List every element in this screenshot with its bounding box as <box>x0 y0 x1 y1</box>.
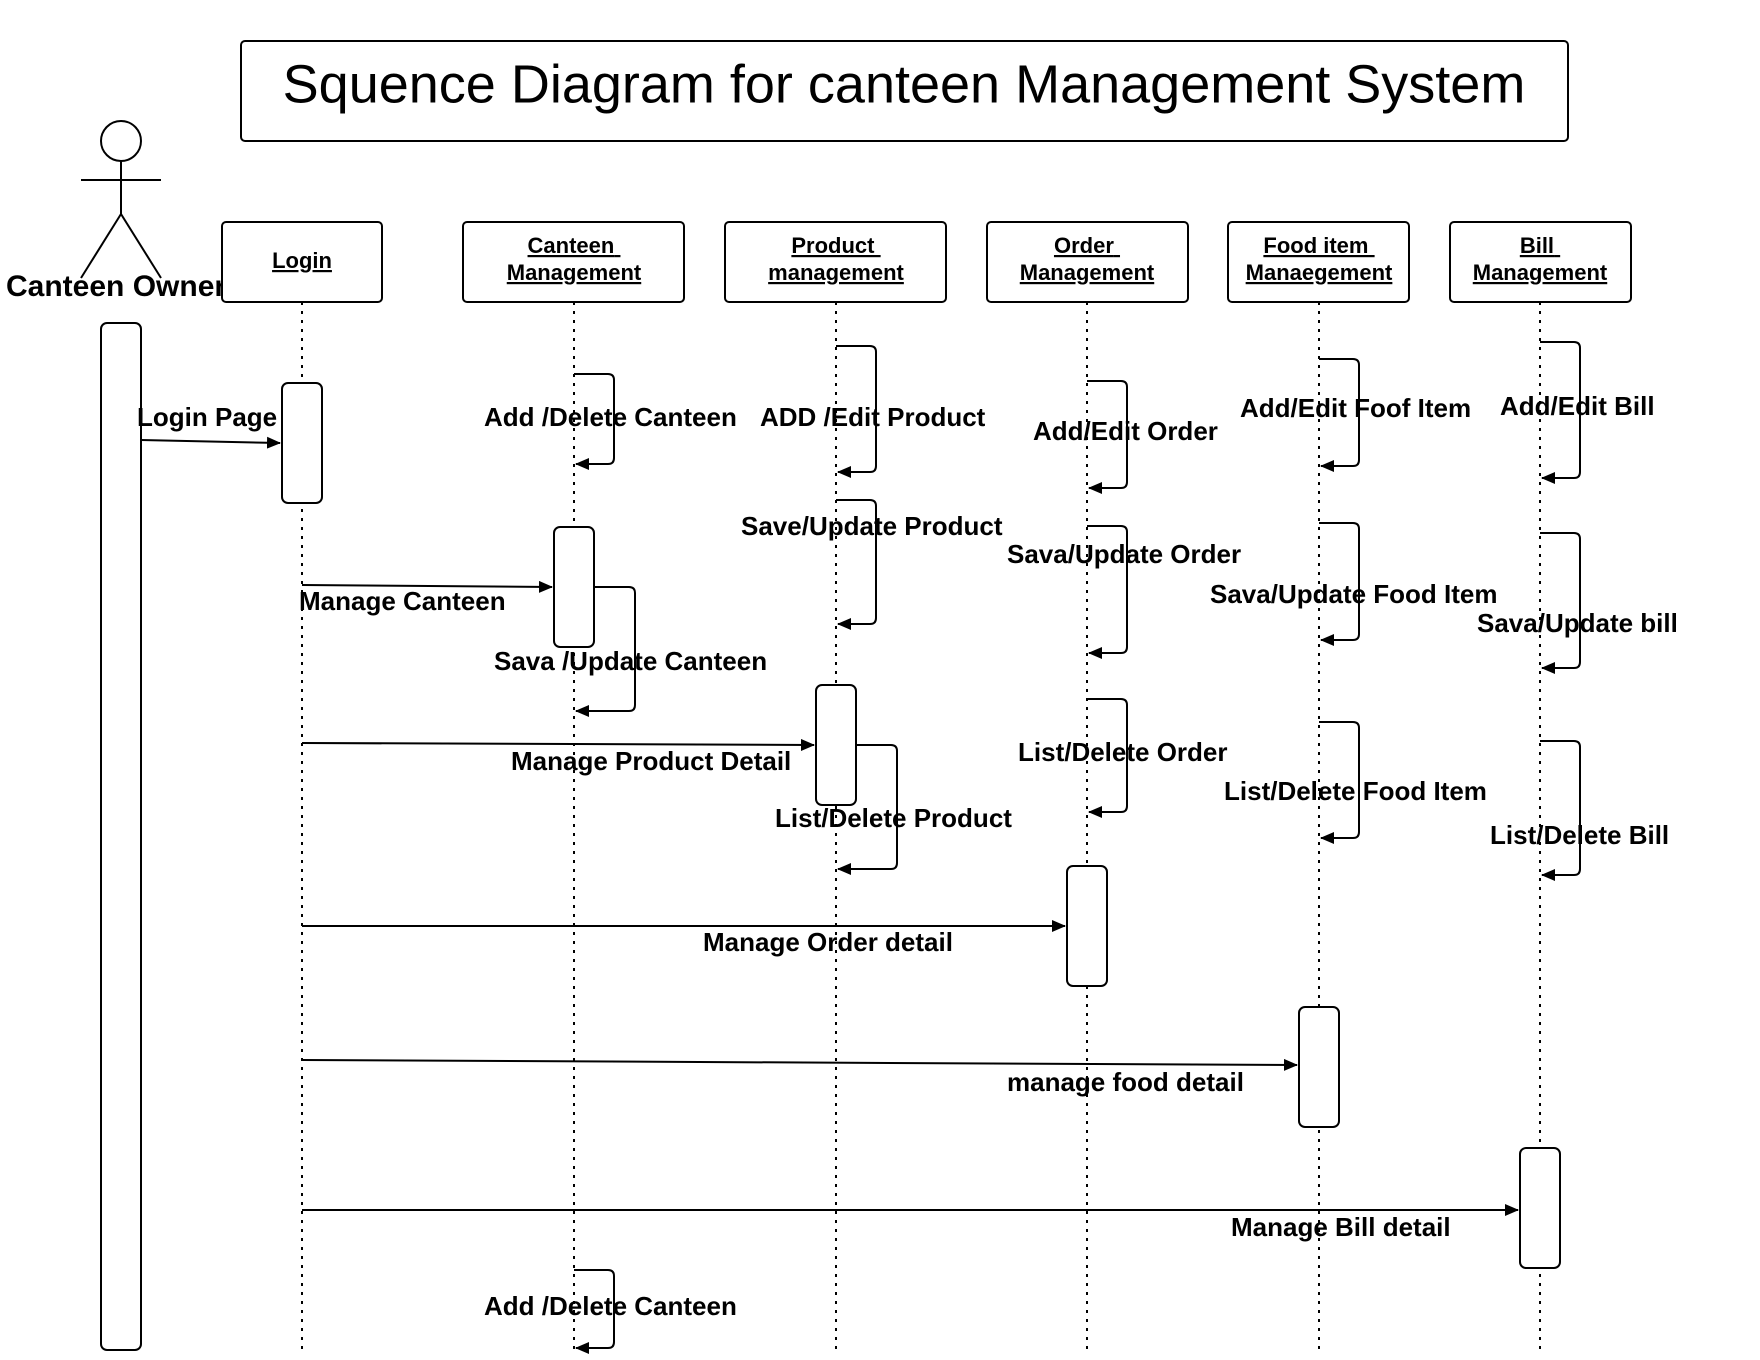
lifeline-label: Order Management <box>1020 233 1155 285</box>
lifeline-label: Login <box>272 248 332 273</box>
activation-order <box>1066 865 1108 987</box>
activation-bars <box>281 382 1561 1269</box>
lifeline-food: Food item Manaegement <box>1227 221 1410 303</box>
activation-product <box>815 684 857 806</box>
self-arrow-add-edit-product <box>836 345 877 478</box>
activation-canteen <box>553 526 595 648</box>
self-arrow-list-delete-order <box>1087 698 1128 818</box>
message-label-manage-canteen: Manage Canteen <box>299 586 506 616</box>
actor-figure <box>80 120 162 279</box>
lifeline-label-line: Bill <box>1520 233 1554 258</box>
lifeline-label-line: Management <box>507 260 642 285</box>
self-arrow-sava-update-order <box>1087 525 1128 659</box>
lifeline-label: Product management <box>768 233 904 285</box>
title-box <box>240 40 1569 142</box>
lifeline-label-line: Food item <box>1263 233 1368 258</box>
lifeline-label: Canteen Management <box>507 233 642 285</box>
activation-bill <box>1519 1147 1561 1269</box>
message-arrow-manage-canteen <box>301 580 553 593</box>
self-messages <box>574 341 1581 1354</box>
self-label-sava-update-order: Sava/Update Order <box>1007 539 1241 569</box>
self-arrow-list-delete-product <box>837 744 898 875</box>
lifeline-label: Food item Manaegement <box>1246 233 1393 285</box>
self-label-add-edit-product: ADD /Edit Product <box>760 402 986 432</box>
actor-left-leg <box>80 213 122 279</box>
activation-login <box>281 382 323 504</box>
lifeline-label-line: Canteen <box>528 233 615 258</box>
self-label-sava-update-canteen: Sava /Update Canteen <box>494 646 767 676</box>
self-arrow-list-delete-food-item <box>1319 721 1360 844</box>
lifeline-label-line: Manaegement <box>1246 260 1393 285</box>
self-arrow-add-delete-canteen-2 <box>574 1269 615 1354</box>
lifeline-label-line: Product <box>791 233 875 258</box>
lifeline-label: Bill Management <box>1473 233 1608 285</box>
self-label-sava-update-bill: Sava/Update bill <box>1477 608 1678 638</box>
self-label-sava-update-food-item: Sava/Update Food Item <box>1210 579 1498 609</box>
lifeline-label-line: Order <box>1054 233 1114 258</box>
message-label-login-page: Login Page <box>137 402 277 432</box>
self-arrow-add-edit-bill <box>1540 341 1581 484</box>
self-arrow-add-edit-order <box>1087 380 1128 494</box>
self-label-list-delete-food-item: List/Delete Food Item <box>1224 776 1487 806</box>
lifeline-bill: Bill Management <box>1449 221 1632 303</box>
lifeline-label-line: management <box>768 260 904 285</box>
message-arrow-manage-product-detail <box>301 738 815 751</box>
lifeline-login: Login <box>221 221 383 303</box>
messages <box>140 436 1519 1216</box>
self-label-list-delete-order: List/Delete Order <box>1018 737 1228 767</box>
message-label-manage-order-detail: Manage Order detail <box>703 927 953 957</box>
self-arrow-sava-update-canteen <box>575 586 636 717</box>
lifeline-label-line: Management <box>1473 260 1608 285</box>
self-arrow-sava-update-bill <box>1540 532 1581 674</box>
self-label-list-delete-product: List/Delete Product <box>775 803 1012 833</box>
self-label-add-edit-food-item: Add/Edit Foof Item <box>1240 393 1471 423</box>
actor-activation <box>100 322 142 1351</box>
actor-head <box>100 120 142 162</box>
lifeline-order: Order Management <box>986 221 1189 303</box>
lifeline-label-line: Login <box>272 248 332 273</box>
lifeline-product: Product management <box>724 221 947 303</box>
self-label-add-delete-canteen-2: Add /Delete Canteen <box>484 1291 737 1321</box>
self-label-add-edit-bill: Add/Edit Bill <box>1500 391 1655 421</box>
actor-right-leg <box>120 213 162 279</box>
self-label-list-delete-bill: List/Delete Bill <box>1490 820 1669 850</box>
self-label-add-edit-order: Add/Edit Order <box>1033 416 1218 446</box>
lifeline-canteen: Canteen Management <box>462 221 685 303</box>
message-arrow-manage-food-detail <box>301 1058 1298 1071</box>
self-arrow-add-delete-canteen-1 <box>574 373 615 470</box>
lifeline-label-line: Management <box>1020 260 1155 285</box>
message-label-manage-food-detail: manage food detail <box>1007 1067 1244 1097</box>
self-arrow-sava-update-food-item <box>1319 522 1360 646</box>
message-label-manage-product-detail: Manage Product Detail <box>511 746 791 776</box>
diagram-title: Squence Diagram for canteen Management S… <box>283 54 1526 114</box>
message-label-manage-bill-detail: Manage Bill detail <box>1231 1212 1451 1242</box>
activation-food <box>1298 1006 1340 1128</box>
actor-name: Canteen Owner <box>6 270 226 303</box>
self-arrow-list-delete-bill <box>1540 740 1581 881</box>
self-label-save-update-product: Save/Update Product <box>741 511 1003 541</box>
self-label-add-delete-canteen-1: Add /Delete Canteen <box>484 402 737 432</box>
self-arrow-add-edit-food-item <box>1319 358 1360 472</box>
self-arrow-save-update-product <box>836 499 877 630</box>
message-arrow-login-page <box>140 436 281 449</box>
